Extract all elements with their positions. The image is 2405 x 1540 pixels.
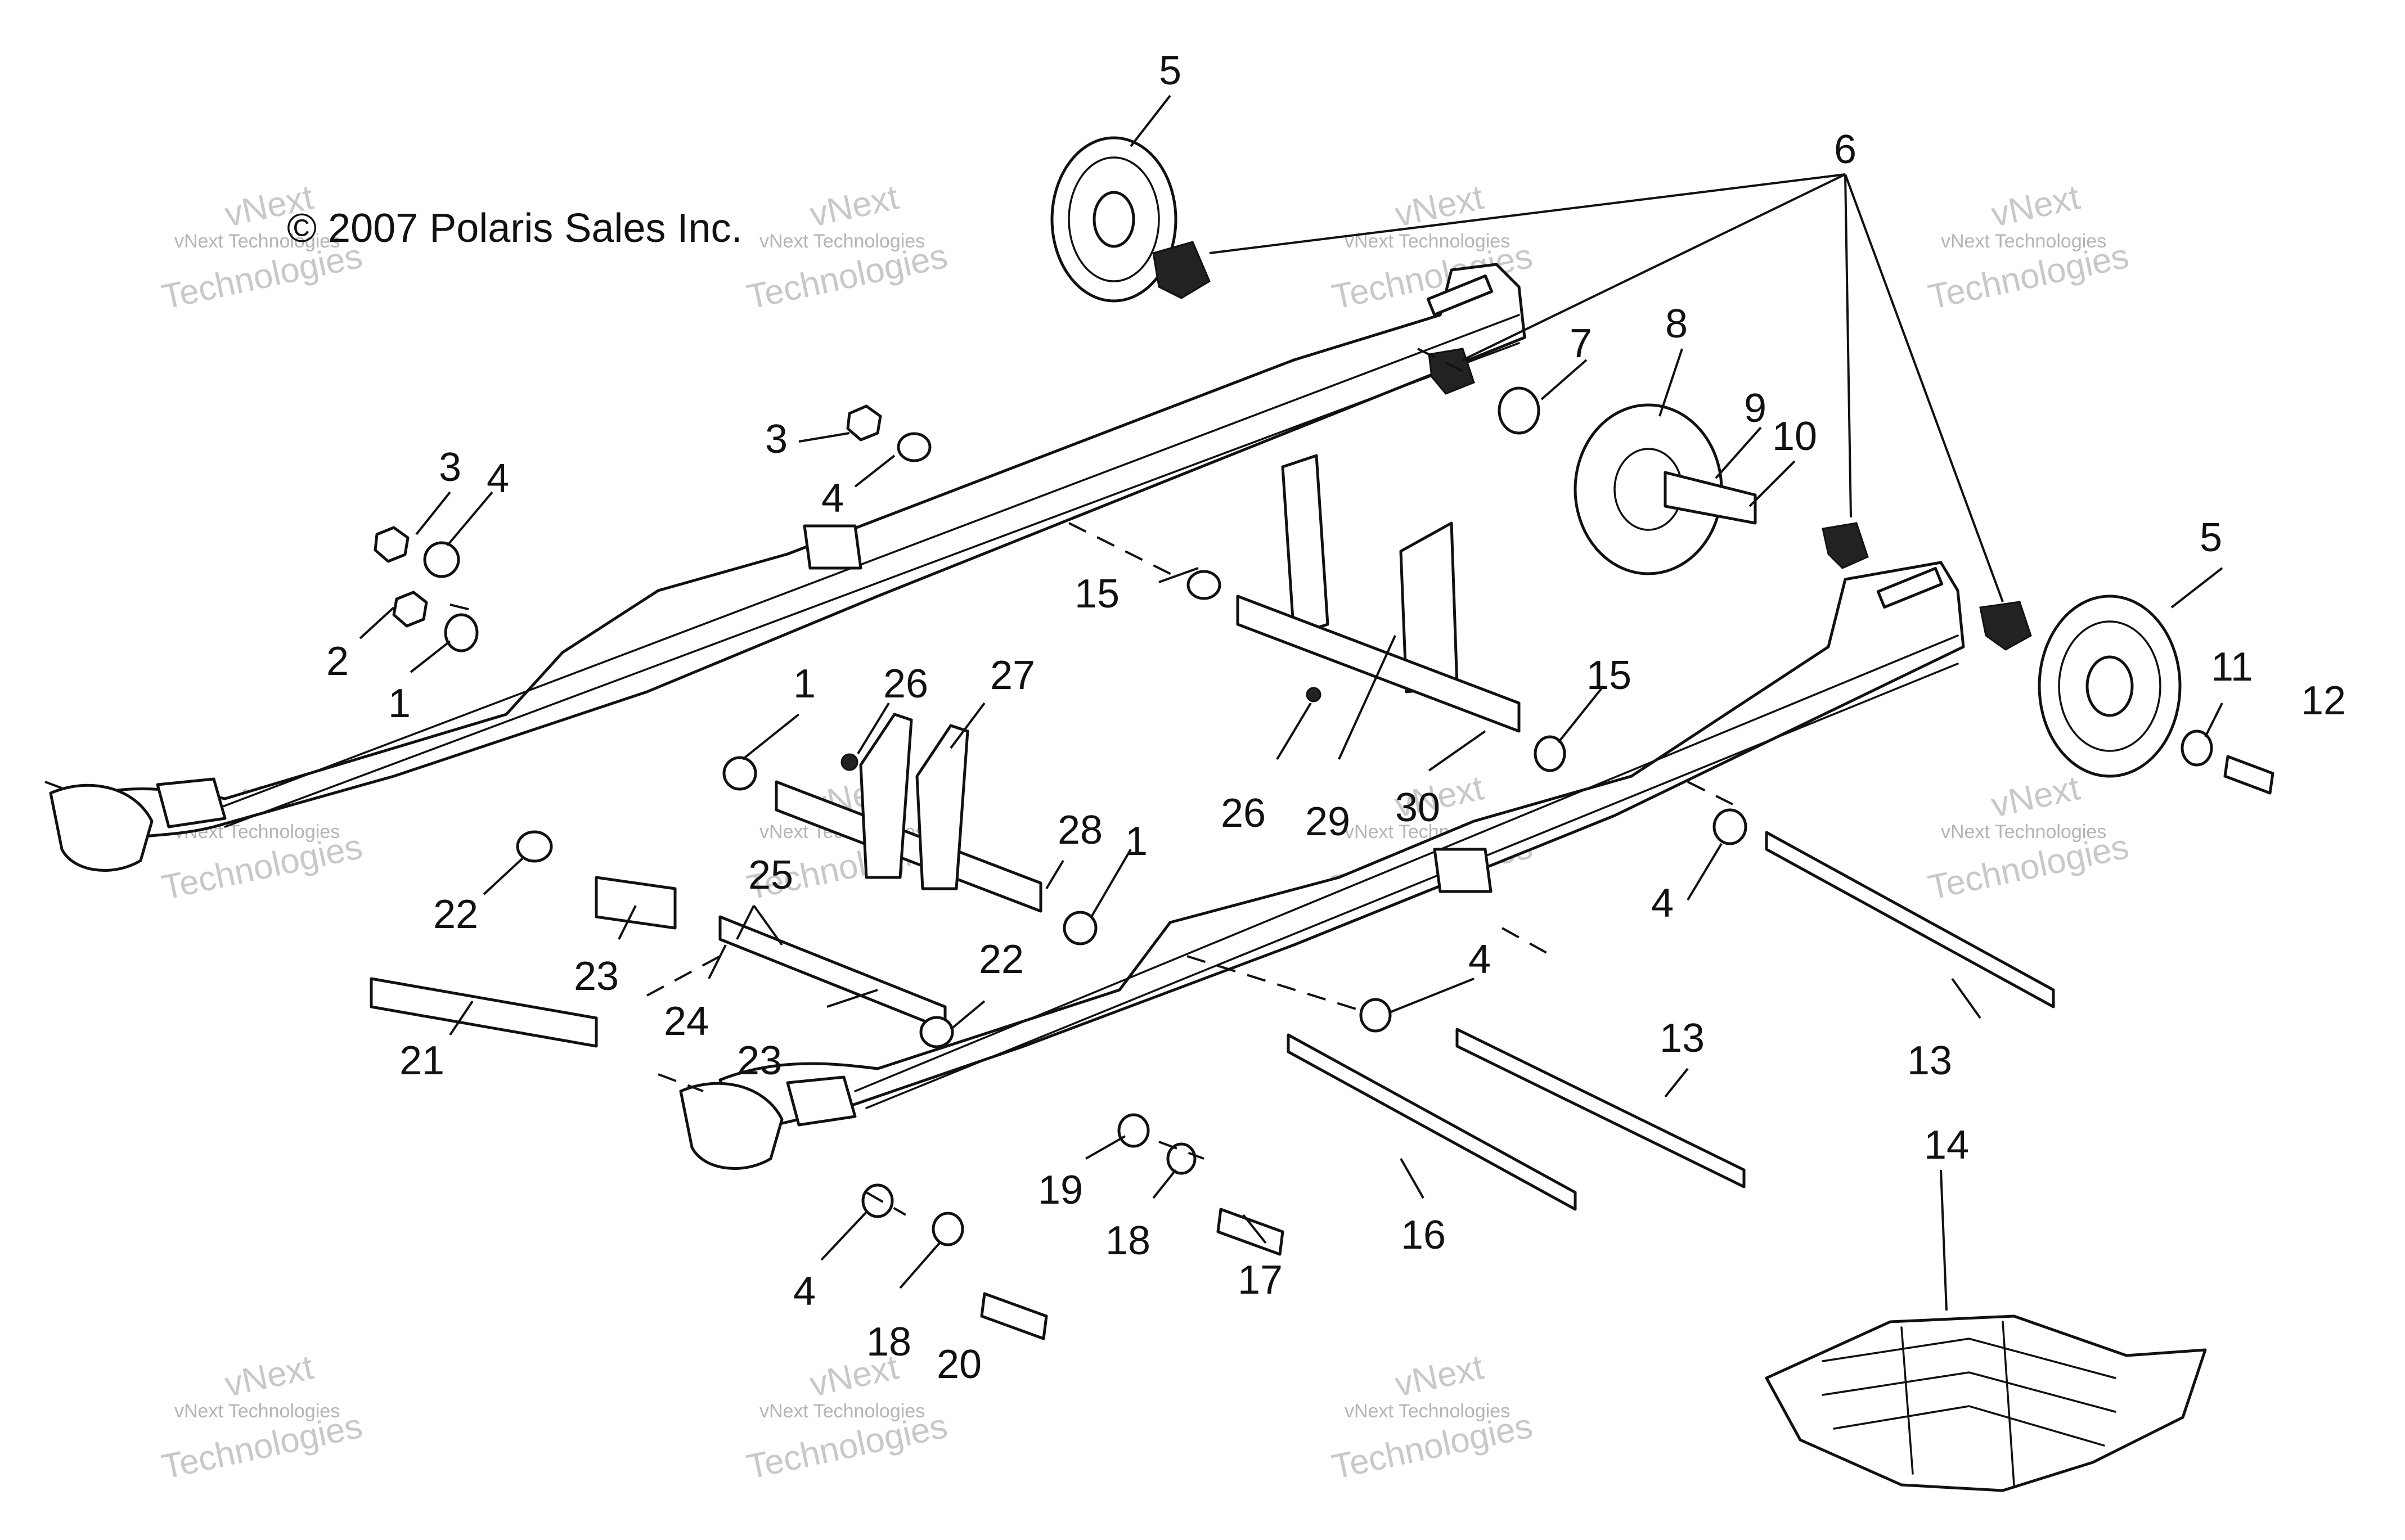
callout-5-lower: 5: [2200, 515, 2222, 560]
callout-12: 12: [2301, 678, 2346, 723]
bolt-20: [980, 1292, 1048, 1340]
wheel-caps: [1152, 241, 2032, 651]
callout-18-left: 18: [866, 1320, 911, 1365]
watermark-brand: vNext: [1988, 768, 2083, 825]
nuts: [374, 404, 882, 628]
callout-15-lower: 15: [1586, 653, 1631, 698]
callout-29: 29: [1305, 799, 1350, 844]
callout-13-middle: 13: [1660, 1016, 1705, 1061]
shafts: [370, 780, 2055, 1211]
watermark-text: vNext Technologies: [759, 231, 925, 252]
callout-5-upper: 5: [1159, 48, 1181, 93]
grease-fitting-26b: [1306, 687, 1321, 703]
callout-21: 21: [399, 1038, 444, 1083]
washers: [423, 432, 1747, 1246]
watermark-text: vNext Technologies: [1345, 1401, 1510, 1422]
callout-27: 27: [990, 653, 1035, 698]
copyright-notice: © 2007 Polaris Sales Inc.: [287, 206, 742, 251]
watermark-text: vNext Technologies: [1941, 231, 2106, 252]
callout-6: 6: [1834, 127, 1856, 172]
callout-22-right: 22: [979, 937, 1024, 982]
callout-4-right: 4: [821, 476, 844, 521]
callout-11: 11: [2211, 645, 2253, 690]
grease-fitting-26a: [840, 753, 858, 771]
callout-23-lower: 23: [737, 1038, 782, 1083]
callout-26-left: 26: [883, 661, 928, 706]
watermark-text: vNext Technologies: [174, 231, 340, 252]
callout-19: 19: [1038, 1168, 1083, 1213]
callout-4-bottom: 4: [793, 1269, 816, 1314]
callout-1-right: 1: [1125, 819, 1148, 864]
track-section: [1765, 1314, 2207, 1492]
watermark-text: vNext Technologies: [174, 1401, 340, 1422]
callout-16: 16: [1401, 1213, 1446, 1258]
callout-25: 25: [748, 853, 793, 898]
bolt-17: [1216, 1208, 1284, 1256]
callout-1-middle: 1: [793, 661, 816, 706]
callout-10: 10: [1772, 414, 1817, 459]
callout-4-bracket: 4: [1468, 937, 1491, 982]
callout-30: 30: [1395, 785, 1440, 830]
callout-24: 24: [664, 999, 709, 1044]
retaining-ring: [1498, 386, 1540, 435]
callout-7: 7: [1570, 321, 1592, 366]
leader-lines: [359, 94, 2223, 1311]
callout-labels: 5 6 7 8 9 10 5 11 12 3 4 3 4 2 1 15 15 1…: [326, 48, 2346, 1387]
callout-2: 2: [326, 639, 349, 684]
callout-23-upper: 23: [574, 954, 619, 999]
mount-plates: [859, 713, 969, 890]
scissor-bracket: [1236, 454, 1521, 733]
watermark-brand: vNext: [1392, 178, 1487, 234]
callout-28: 28: [1058, 808, 1103, 853]
callout-3-right: 3: [765, 417, 788, 462]
washer-11: [2181, 730, 2213, 767]
callout-22-left: 22: [433, 892, 478, 937]
callout-4-left: 4: [487, 456, 509, 501]
centerlines: [44, 348, 1733, 1216]
right-rail: [679, 561, 1965, 1170]
callout-3-left: 3: [439, 445, 461, 490]
idler-wheel-lower: [2038, 595, 2182, 778]
idler-wheel-upper: [1050, 136, 1177, 303]
callout-8: 8: [1665, 301, 1688, 346]
watermark-text: vNext Technologies: [1345, 231, 1510, 252]
watermark-text: vNext Technologies: [759, 1401, 925, 1422]
left-rail: [49, 263, 1526, 872]
center-wheel-with-axle: [1574, 403, 1757, 575]
callout-13-right: 13: [1907, 1038, 1952, 1083]
watermark-brand: vNext: [1392, 1348, 1487, 1404]
watermark-brand: vNext: [1988, 178, 2083, 234]
callout-9: 9: [1744, 386, 1766, 431]
callout-14: 14: [1924, 1123, 1969, 1168]
callout-20: 20: [937, 1342, 982, 1387]
watermark-text: vNext Technologies: [1941, 821, 2106, 843]
callout-17: 17: [1238, 1258, 1283, 1303]
bolt-12: [2223, 755, 2274, 795]
callout-18-right: 18: [1105, 1218, 1150, 1263]
watermark-brand: vNext: [807, 178, 902, 234]
callout-26-right: 26: [1221, 791, 1266, 836]
callout-1-left: 1: [388, 681, 411, 726]
callout-4-rail: 4: [1651, 881, 1674, 926]
watermark-brand: vNext: [222, 1348, 317, 1404]
callout-15-upper: 15: [1075, 571, 1120, 616]
